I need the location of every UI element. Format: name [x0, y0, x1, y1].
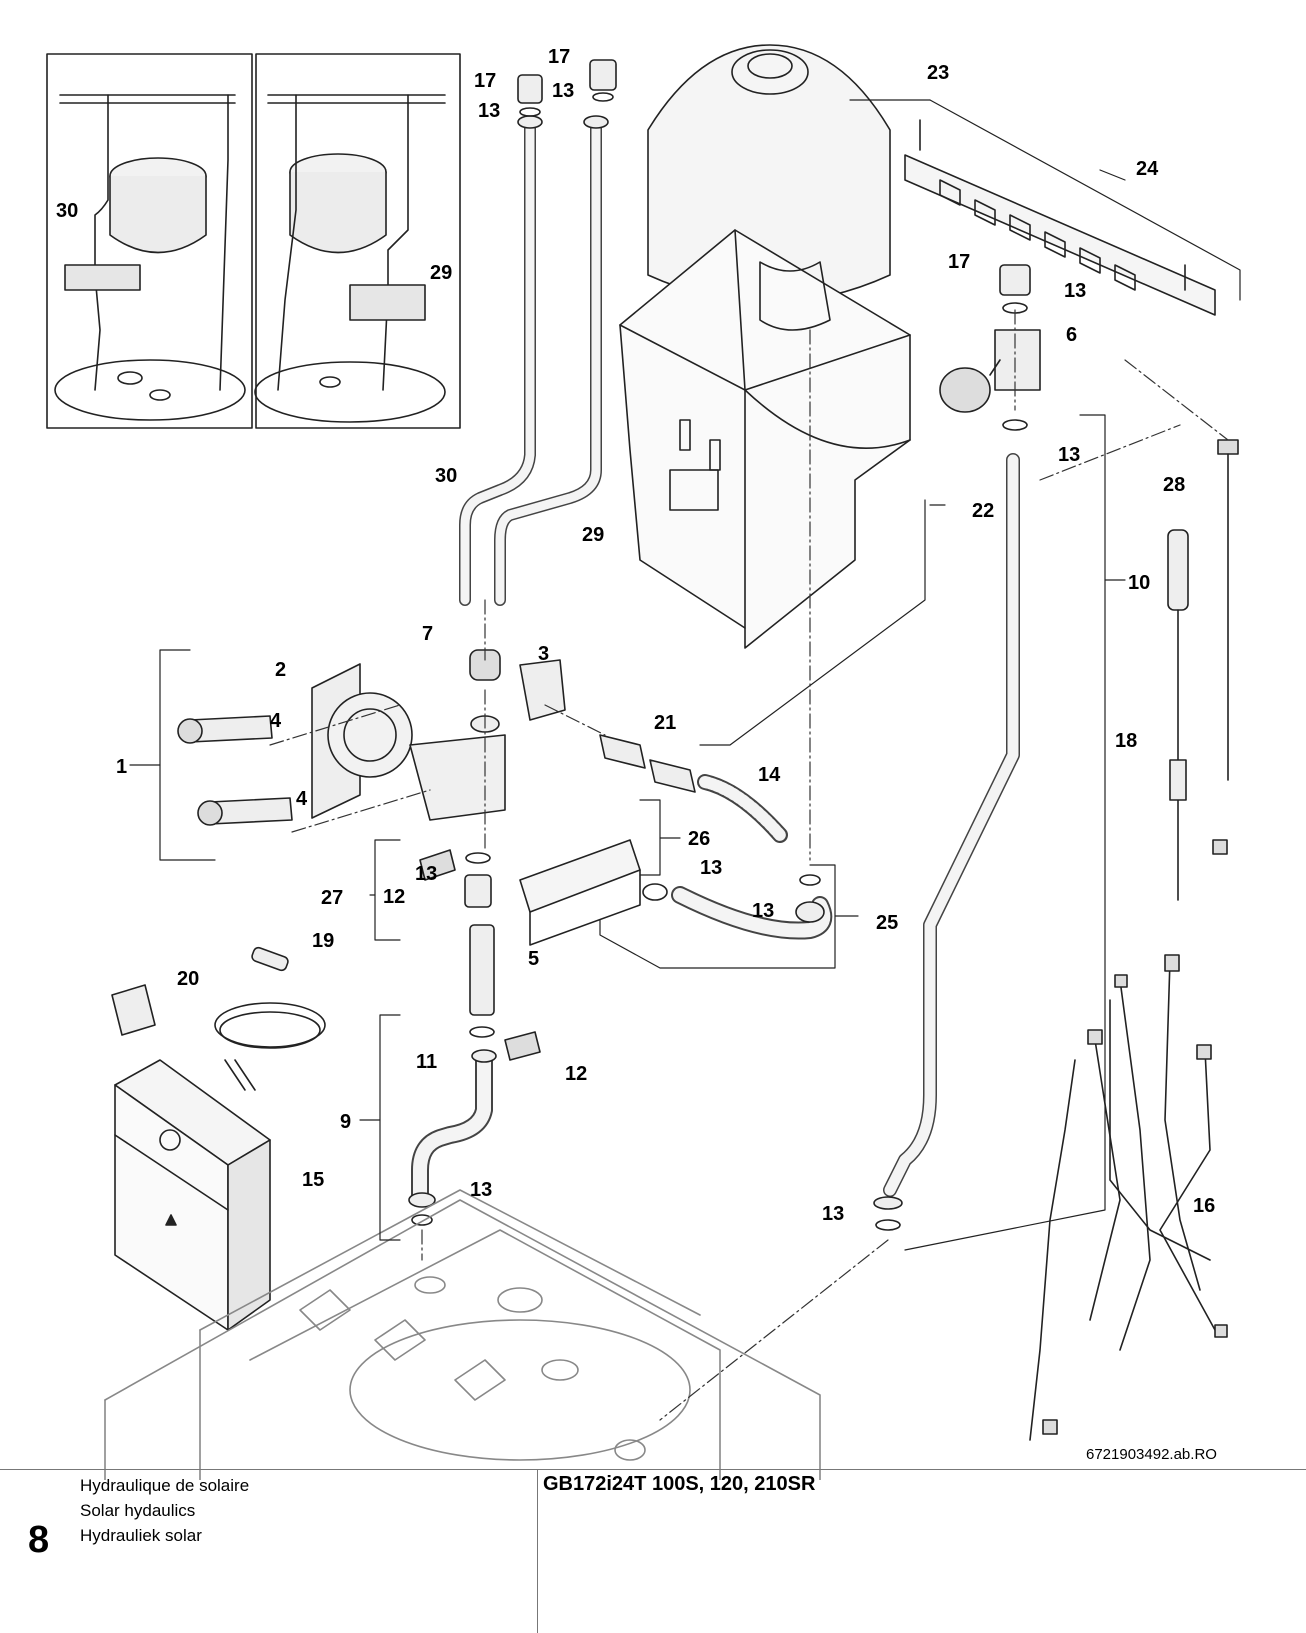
inset-panel-left [46, 53, 253, 429]
model-designation: GB172i24T 100S, 120, 210SR [543, 1473, 816, 1495]
callout-29: 29 [430, 262, 452, 284]
callout-3: 3 [538, 643, 549, 665]
page-number: 8 [28, 1519, 50, 1561]
footer: 8 Hydraulique de solaire Solar hydaulics… [0, 1469, 1306, 1633]
fittings-top [517, 59, 617, 117]
sensor-28 [1212, 439, 1239, 855]
callout-18: 18 [1115, 730, 1137, 752]
drawing-number: 6721903492.ab.RO [1086, 1446, 1217, 1463]
callout-13: 13 [552, 80, 574, 102]
valve-6 [939, 264, 1041, 431]
callout-17: 17 [548, 46, 570, 68]
callout-28: 28 [1163, 474, 1185, 496]
callout-22: 22 [972, 500, 994, 522]
fittings-column [419, 849, 541, 1061]
footer-divider [537, 1469, 538, 1633]
boiler-base [104, 1189, 821, 1480]
callout-24: 24 [1136, 158, 1159, 180]
title-dutch: Hydrauliek solar [80, 1526, 202, 1545]
callout-13: 13 [700, 857, 722, 879]
callout-6: 6 [1066, 324, 1077, 346]
callout-14: 14 [758, 764, 781, 786]
callout-30: 30 [435, 465, 457, 487]
callout-2: 2 [275, 659, 286, 681]
expansion-vessel [647, 44, 891, 304]
sensor-18 [1167, 529, 1189, 901]
bracket-26 [519, 839, 641, 946]
callout-27: 27 [321, 887, 343, 909]
callout-30: 30 [56, 200, 78, 222]
callout-11: 11 [416, 1051, 437, 1073]
clip-20 [111, 984, 156, 1036]
callout-7: 7 [422, 623, 433, 645]
section-titles: Hydraulique de solaire Solar hydaulics H… [80, 1473, 249, 1548]
vessel-bracket [619, 229, 911, 649]
callout-13: 13 [822, 1203, 844, 1225]
leader-lines [129, 99, 1241, 1251]
callout-10: 10 [1128, 572, 1150, 594]
pipe-9 [408, 1049, 497, 1226]
inset-panel-right [254, 53, 461, 429]
assembly-lines [269, 309, 1229, 1421]
callout-12: 12 [565, 1063, 587, 1085]
title-english: Solar hydaulics [80, 1501, 196, 1520]
callout-4: 4 [296, 788, 308, 810]
callout-1: 1 [116, 756, 127, 778]
corrugated-pipe-14 [599, 734, 788, 843]
solar-control-unit [114, 1059, 271, 1331]
cable-harness [1029, 954, 1228, 1441]
callout-16: 16 [1193, 1195, 1215, 1217]
callout-13: 13 [1058, 444, 1080, 466]
callout-17: 17 [474, 70, 496, 92]
callout-17: 17 [948, 251, 970, 273]
sensor-19 [214, 946, 326, 1091]
callout-9: 9 [340, 1111, 351, 1133]
callout-25: 25 [876, 912, 898, 934]
callout-13: 13 [1064, 280, 1086, 302]
callout-5: 5 [528, 948, 539, 970]
callout-19: 19 [312, 930, 334, 952]
callout-13: 13 [415, 863, 437, 885]
exploded-parts-diagram: 1 2 3 4 4 5 6 7 9 10 11 12 12 13 13 13 1… [46, 44, 1241, 1480]
callout-4: 4 [270, 710, 282, 732]
callout-23: 23 [927, 62, 949, 84]
callout-13: 13 [470, 1179, 492, 1201]
callout-13: 13 [478, 100, 500, 122]
callout-12: 12 [383, 886, 405, 908]
title-french: Hydraulique de solaire [80, 1476, 250, 1495]
callout-21: 21 [654, 712, 676, 734]
pipe-29 [494, 115, 609, 606]
callout-29: 29 [582, 524, 604, 546]
pipe-rail [904, 119, 1216, 316]
callout-26: 26 [688, 828, 710, 850]
callout-labels: 1 2 3 4 4 5 6 7 9 10 11 12 12 13 13 13 1… [56, 46, 1217, 1463]
pipe-25 [642, 874, 833, 940]
callout-13: 13 [752, 900, 774, 922]
footer-rule [0, 1469, 1306, 1470]
pipe-10 [873, 453, 1020, 1231]
callout-15: 15 [302, 1169, 324, 1191]
pump-assembly [177, 649, 566, 826]
callout-20: 20 [177, 968, 199, 990]
